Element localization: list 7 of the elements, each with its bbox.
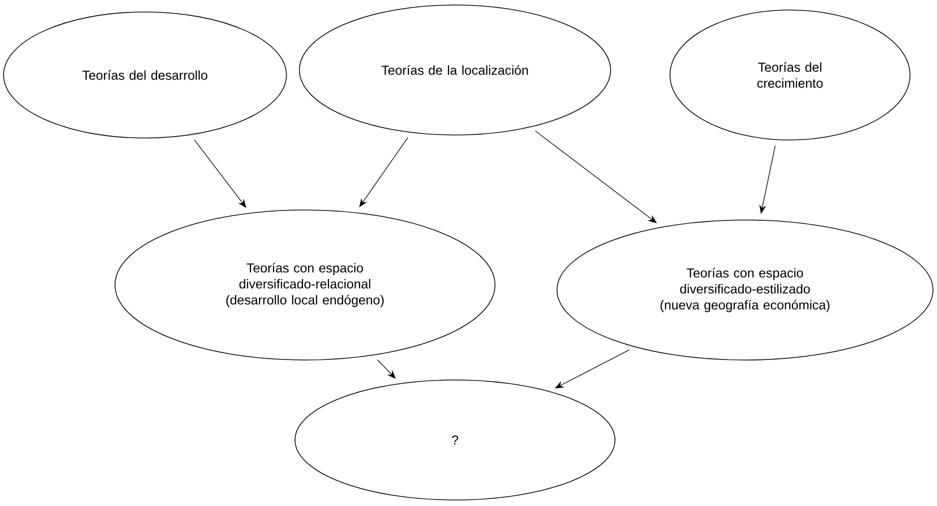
ellipse-node: Teorías con espacio diversificado-relacional (desarrollo local endógeno) — [114, 210, 496, 360]
ellipse-node: Teorías del desarrollo — [3, 12, 287, 138]
ellipse-node: ? — [294, 380, 616, 500]
ellipse-node: Teorías de la localización — [299, 4, 611, 136]
ellipse-node: Teorías del crecimiento — [670, 10, 910, 140]
arrow — [376, 359, 396, 379]
ellipse-node: Teorías con espacio diversificado-estilizado (nueva geografía económica) — [556, 220, 934, 360]
